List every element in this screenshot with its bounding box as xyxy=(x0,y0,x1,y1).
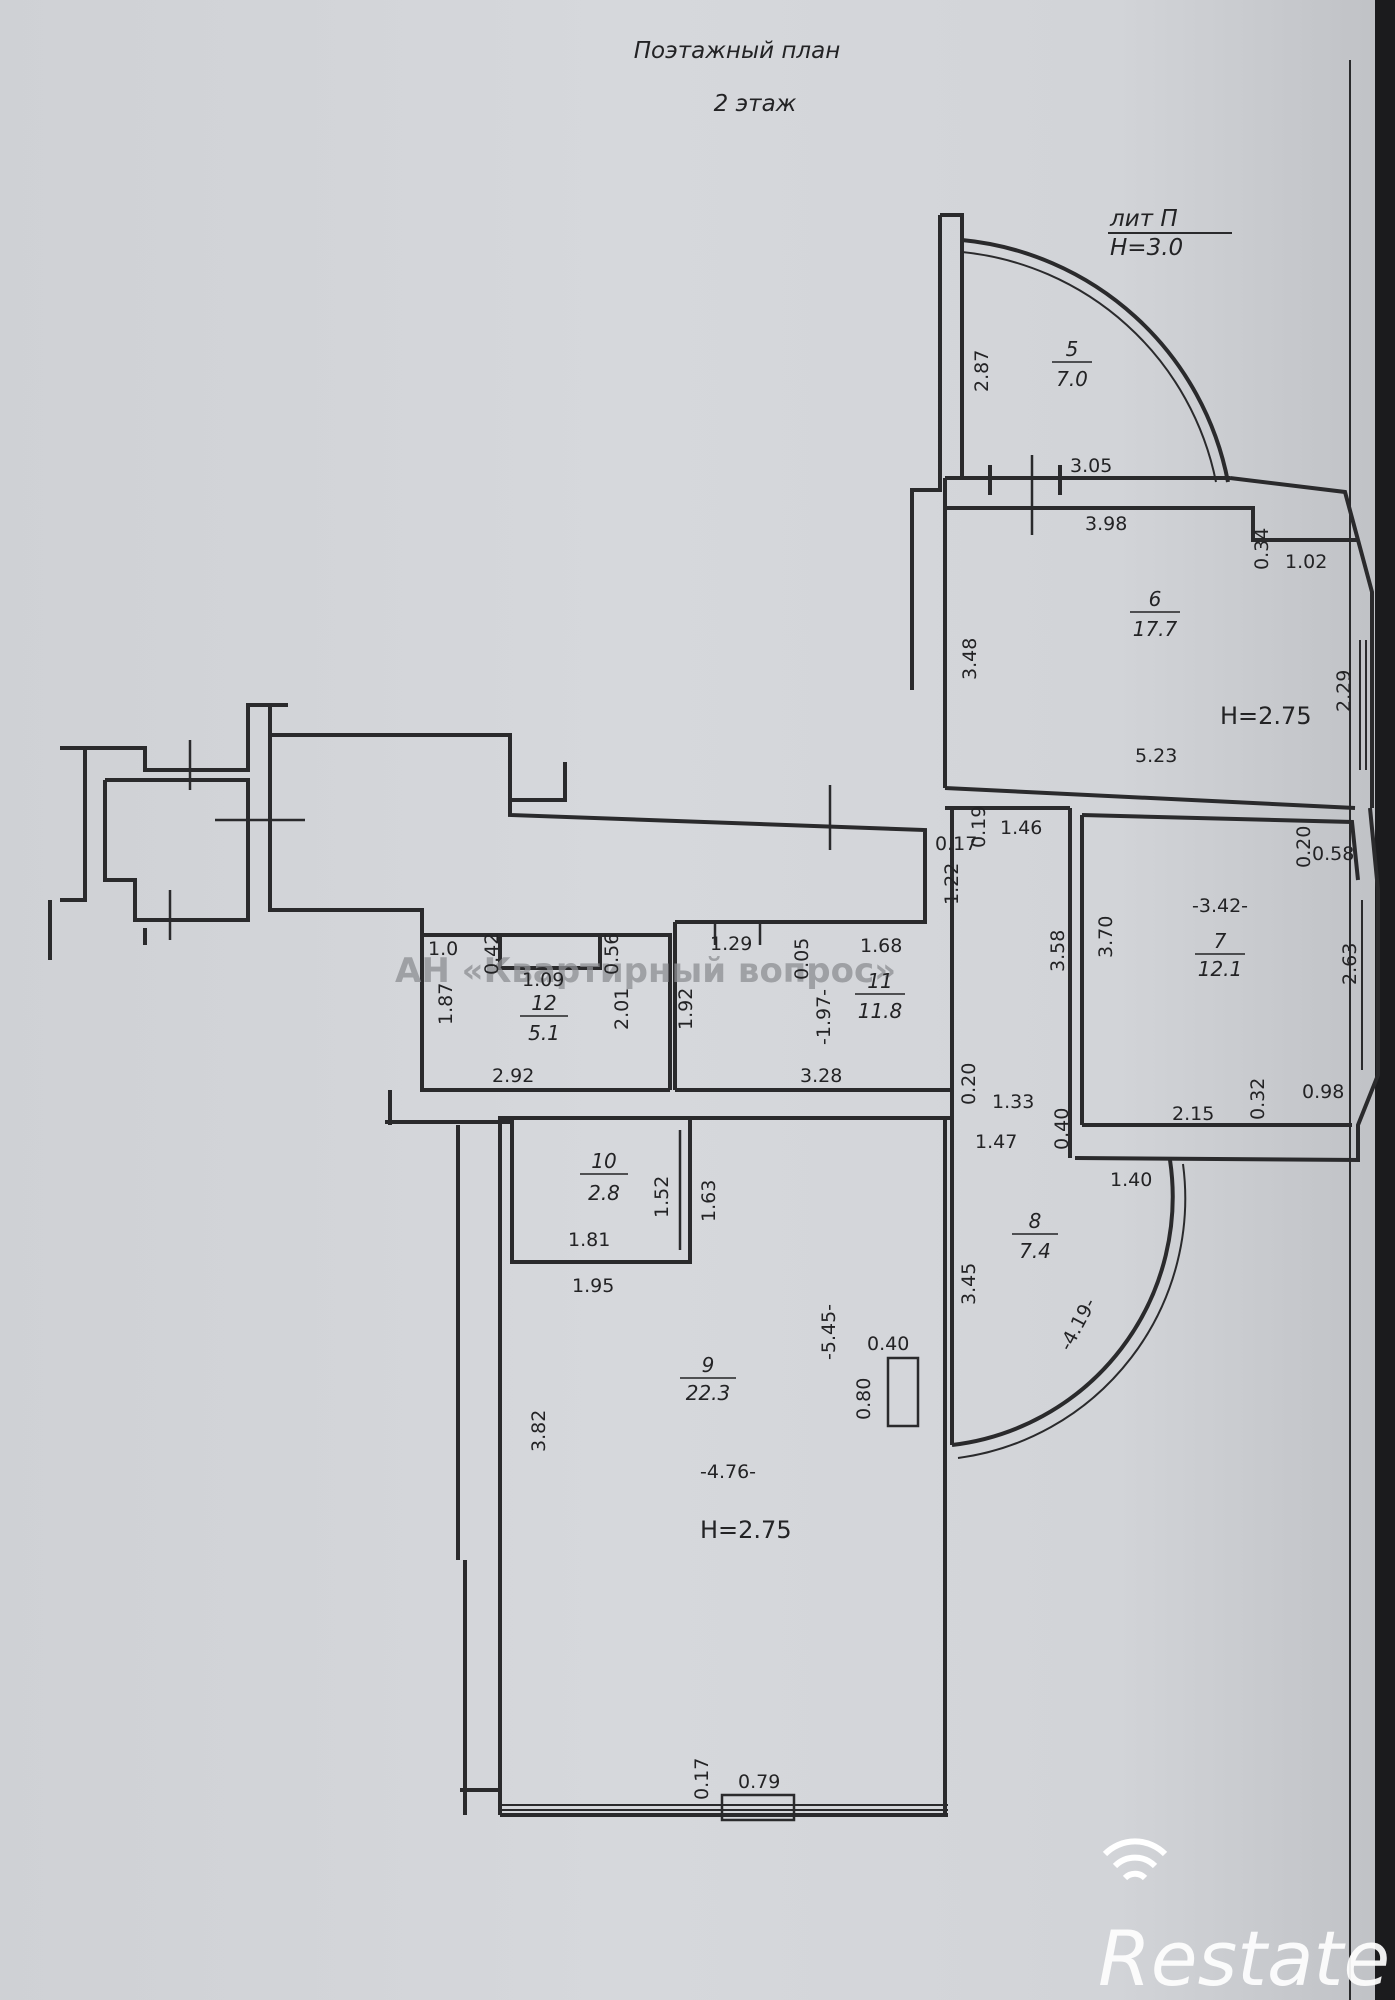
dimension-label: 0.17 xyxy=(691,1758,713,1800)
dimension-label: -1.97- xyxy=(813,989,835,1045)
dimension-label: 0.20 xyxy=(1293,826,1315,868)
dimension-label: 2.01 xyxy=(611,988,633,1030)
dimension-label: 2.87 xyxy=(971,350,993,392)
dimension-label: 0.40 xyxy=(867,1333,909,1355)
dimension-label: 0.32 xyxy=(1247,1078,1269,1120)
dimension-label: 1.63 xyxy=(698,1180,720,1222)
dimension-label: 2.63 xyxy=(1339,943,1361,985)
dimension-label: 3.05 xyxy=(1070,455,1112,477)
dimension-label: 1.68 xyxy=(860,935,902,957)
dimension-label: 0.20 xyxy=(958,1063,980,1105)
dimension-label: 3.58 xyxy=(1047,930,1069,972)
dimension-label: -4.19- xyxy=(1055,1295,1101,1355)
room-area: 7.4 xyxy=(1019,1239,1051,1263)
walls xyxy=(48,213,1380,1822)
dimension-label: 2.15 xyxy=(1172,1103,1214,1125)
room-number: 6 xyxy=(1149,587,1162,611)
dimension-label: 0.80 xyxy=(853,1378,875,1420)
room-area: 7.0 xyxy=(1056,367,1088,391)
room-height: H=2.75 xyxy=(700,1516,792,1544)
sheet-edge xyxy=(1375,0,1395,2000)
floor-label: 2 этаж xyxy=(714,91,797,117)
dimension-label: 1.40 xyxy=(1110,1169,1152,1191)
room-number: 7 xyxy=(1214,929,1227,953)
restate-logo: Restate xyxy=(1098,1838,1390,2000)
dimension-label: 2.92 xyxy=(492,1065,534,1087)
dimension-label: 1.92 xyxy=(675,988,697,1030)
room-area: 17.7 xyxy=(1133,617,1178,641)
room-number: 10 xyxy=(591,1149,616,1173)
dimension-label: -4.76- xyxy=(700,1461,756,1483)
dimension-label: 1.87 xyxy=(435,983,457,1025)
logo-text: Restate xyxy=(1098,1914,1390,2000)
dimension-label: 0.42 xyxy=(481,933,503,975)
dimension-label: 0.58 xyxy=(1312,843,1354,865)
dimension-label: 2.29 xyxy=(1333,670,1355,712)
room-height: H=2.75 xyxy=(1220,702,1312,730)
room-number: 12 xyxy=(531,991,556,1015)
dimension-label: 3.45 xyxy=(958,1263,980,1305)
dimension-label: 1.33 xyxy=(992,1091,1034,1113)
dimension-label: 1.29 xyxy=(710,933,752,955)
room-area: 2.8 xyxy=(588,1181,620,1205)
dimension-label: 3.48 xyxy=(959,638,981,680)
dimension-label: 1.52 xyxy=(651,1176,673,1218)
dimension-label: 3.28 xyxy=(800,1065,842,1087)
dimension-label: 1.81 xyxy=(568,1229,610,1251)
dimension-label: 0.40 xyxy=(1051,1108,1073,1150)
watermark-text: АН «Квартирный вопрос» xyxy=(395,951,896,991)
room-area: 5.1 xyxy=(528,1021,560,1045)
room-area: 11.8 xyxy=(858,999,903,1023)
dimension-label: 3.82 xyxy=(528,1410,550,1452)
dimension-label: 1.09 xyxy=(522,969,564,991)
room-number: 9 xyxy=(702,1353,715,1377)
lit-height: H=3.0 xyxy=(1110,235,1183,261)
room-area: 22.3 xyxy=(686,1381,731,1405)
room-number: 11 xyxy=(867,969,892,993)
dimension-label: 0.98 xyxy=(1302,1081,1344,1103)
dimension-labels: 2.87 3.05 3.98 0.34 1.02 3.48 2.29 5.23 … xyxy=(428,350,1361,1800)
lit-label: лит П xyxy=(1109,206,1178,232)
dimension-label: 3.70 xyxy=(1095,916,1117,958)
dimension-label: 0.34 xyxy=(1251,528,1273,570)
dimension-label: 1.46 xyxy=(1000,817,1042,839)
dimension-label: 1.22 xyxy=(941,863,963,905)
room-area: 12.1 xyxy=(1198,957,1243,981)
dimension-label: 3.98 xyxy=(1085,513,1127,535)
room-number: 5 xyxy=(1066,337,1079,361)
dimension-label: 0.56 xyxy=(601,933,623,975)
room-labels: 5 7.0 6 17.7 7 12.1 8 7.4 9 22.3 10 2.8 … xyxy=(520,337,1312,1544)
dimension-label: -5.45- xyxy=(818,1304,840,1360)
dimension-label: 5.23 xyxy=(1135,745,1177,767)
dimension-label: 0.05 xyxy=(791,938,813,980)
dimension-label: 0.17 xyxy=(935,833,977,855)
dimension-label: 1.02 xyxy=(1285,551,1327,573)
dimension-label: 1.0 xyxy=(428,938,458,960)
dimension-label: 0.19 xyxy=(968,806,990,848)
dimension-label: 0.79 xyxy=(738,1771,780,1793)
dimension-label: 1.47 xyxy=(975,1131,1017,1153)
dimension-label: 1.95 xyxy=(572,1275,614,1297)
plan-title: Поэтажный план xyxy=(634,38,841,64)
dimension-label: -3.42- xyxy=(1192,895,1248,917)
room-number: 8 xyxy=(1029,1209,1042,1233)
